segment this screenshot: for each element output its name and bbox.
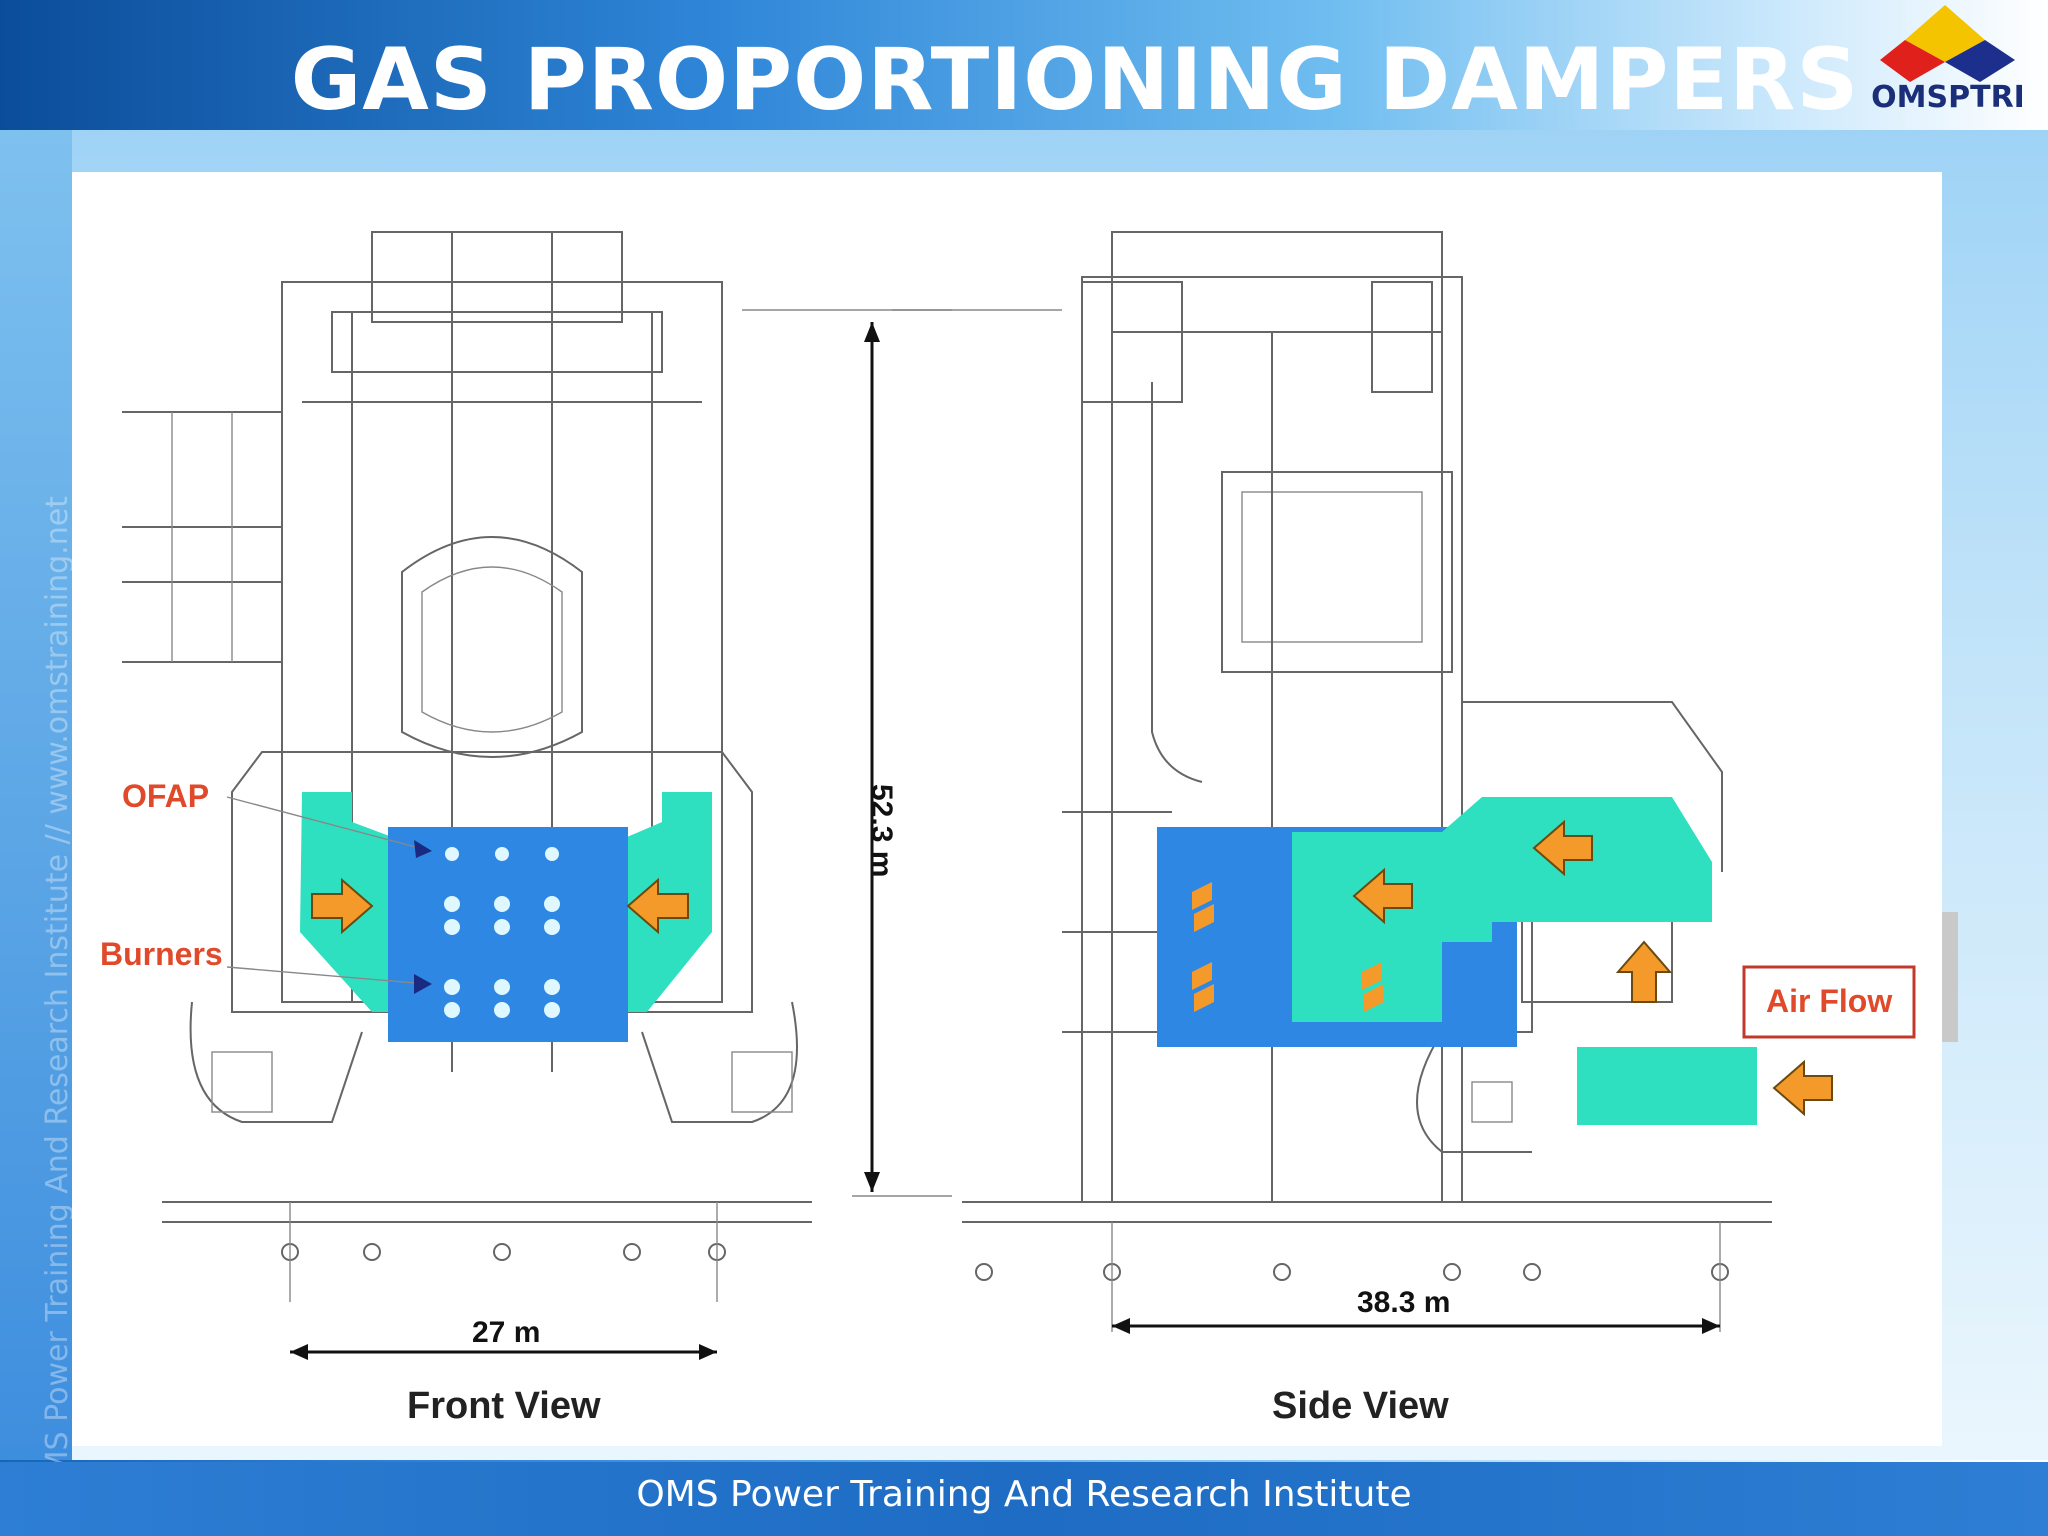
burners-pointer-icon [414,974,432,994]
burners-label: Burners [100,936,223,972]
ofap-pointer-icon [414,840,432,858]
side-arrow-left-mid-icon [1352,867,1413,925]
air-flow-box [1742,965,1916,1039]
side-arrow-left-upper-icon [1532,819,1593,877]
logo-text: OMSPTRI [1871,80,2025,115]
front-width-dimension: 27 m [472,1316,540,1349]
boiler-diagram: OFAP Burners 52.3 m 27 m Front View [100,231,1916,1427]
side-air-duct-lower [1577,1047,1757,1125]
front-view-caption: Front View [407,1385,601,1427]
air-flow-label: Air Flow [1766,983,1892,1019]
side-tab [1942,912,1958,1042]
side-air-duct-upper [1292,797,1712,1022]
side-view-drawing [892,231,1772,1332]
side-view-caption: Side View [1272,1385,1449,1427]
left-stripe [0,130,72,1460]
height-dimension: 52.3 m [865,784,898,877]
ofap-label: OFAP [122,778,209,814]
side-width-dimension: 38.3 m [1357,1286,1450,1319]
watermark-text: OMS Power Training And Research Institut… [40,496,75,1500]
omsptri-logo-icon [1880,5,2015,82]
side-arrow-up-icon [1615,940,1673,1003]
footer-text: OMS Power Training And Research Institut… [636,1474,1412,1515]
front-view-drawing [122,231,952,1302]
title-bar [0,0,2048,130]
page-title: GAS PROPORTIONING DAMPERS [290,30,1860,130]
front-arrow-right-icon [311,877,374,935]
front-arrow-left-icon [626,877,689,935]
footer-bar [0,1462,2048,1536]
side-burner-flames [1192,882,1384,1012]
side-arrow-left-lower-icon [1772,1059,1833,1117]
front-burner-dots [444,847,560,1018]
